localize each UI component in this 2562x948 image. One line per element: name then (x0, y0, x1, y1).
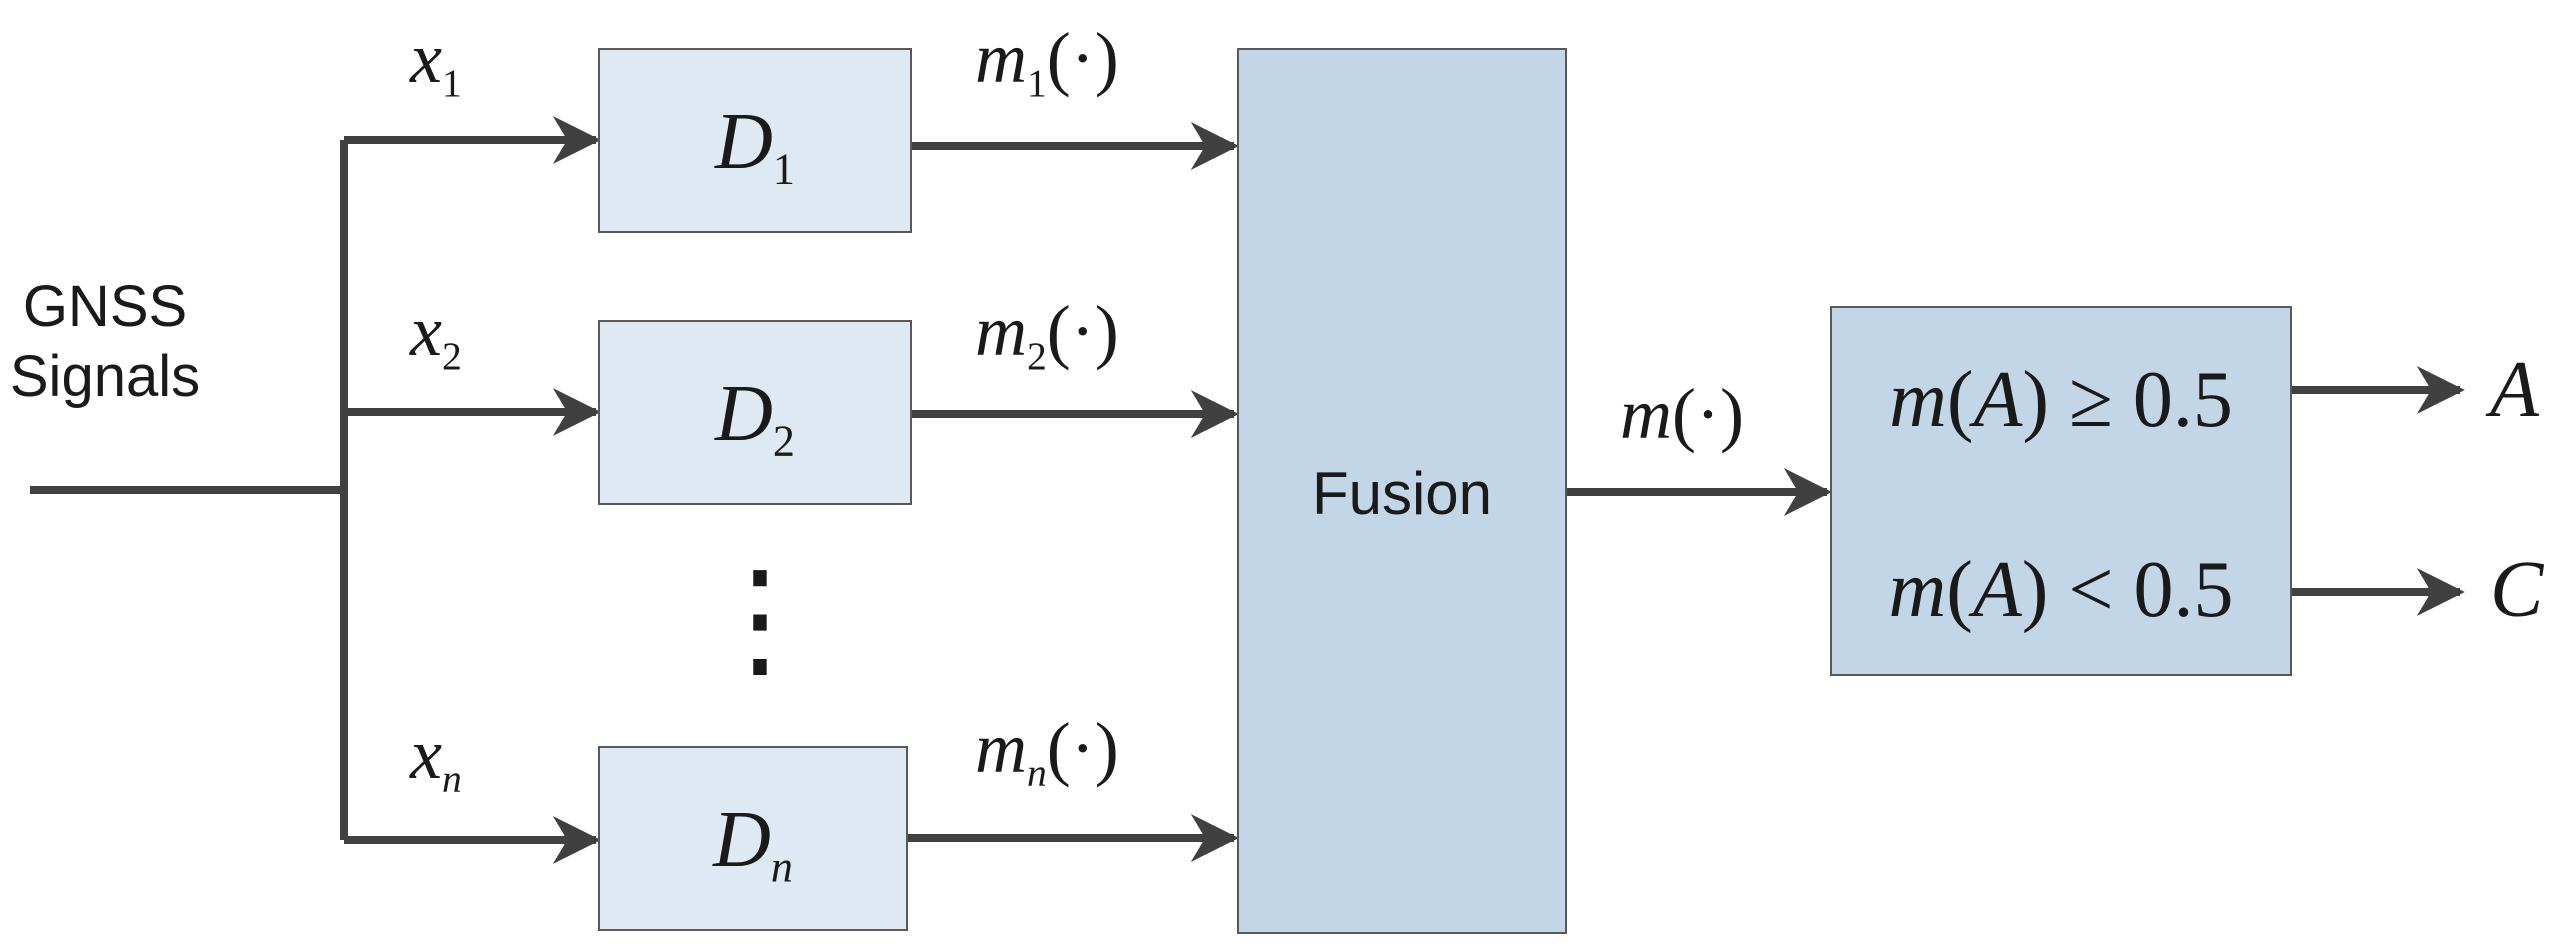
fusion-box: Fusion (1237, 48, 1567, 934)
input-x2-label: x2 (410, 291, 462, 378)
ellipsis: ⋮ (695, 548, 825, 692)
input-label-line1: GNSS (22, 274, 188, 339)
detector-box-2: D2 (598, 320, 912, 505)
detector-1-label: D1 (715, 98, 795, 194)
detector-n-output-label: mn(·) (975, 708, 1119, 795)
detector-2-label: D2 (715, 370, 795, 466)
outcome-c-label: C (2490, 546, 2544, 634)
detector-box-1: D1 (598, 48, 912, 233)
fusion-label: Fusion (1311, 460, 1493, 527)
decision-rule-c: m(A) < 0.5 (1888, 546, 2234, 634)
detector-2-output-label: m2(·) (975, 291, 1119, 378)
detector-1-output-label: m1(·) (975, 18, 1119, 105)
decision-rule-a: m(A) ≥ 0.5 (1889, 356, 2233, 444)
detector-box-n: Dn (598, 746, 908, 931)
fusion-output-label: m(·) (1620, 374, 1744, 454)
input-label-line2: Signals (9, 343, 201, 409)
input-x1-label: x1 (410, 18, 462, 105)
input-xn-label: xn (410, 714, 462, 801)
detector-n-label: Dn (713, 796, 793, 892)
outcome-a-label: A (2490, 346, 2539, 434)
decision-box: m(A) ≥ 0.5 m(A) < 0.5 (1830, 306, 2292, 676)
input-label: GNSS Signals (0, 272, 210, 411)
